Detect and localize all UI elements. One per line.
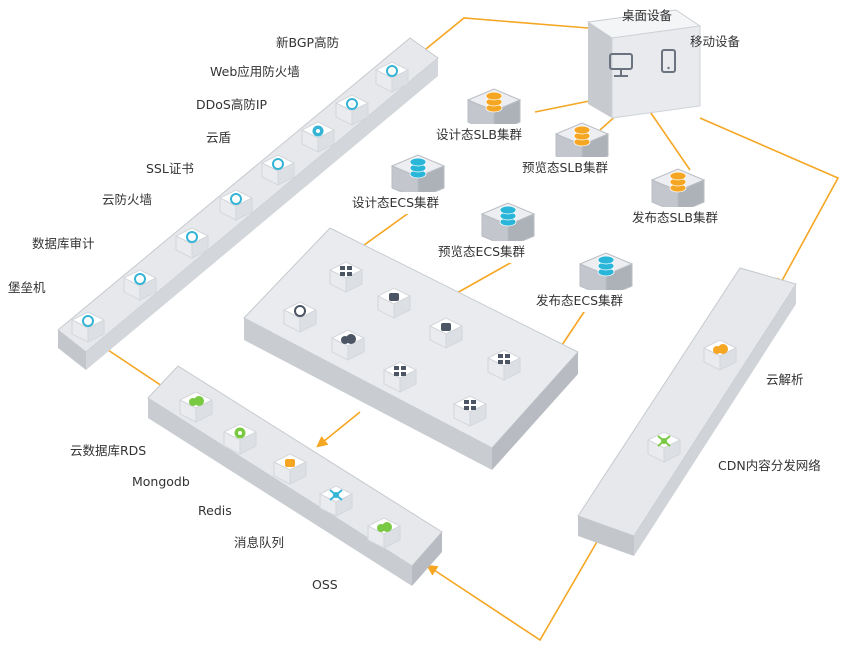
platform-tray xyxy=(243,227,579,470)
preview-slb-cluster-label: 预览态SLB集群 xyxy=(516,157,614,179)
storage-item-label: 云数据库RDS xyxy=(70,443,147,458)
security-tile-icon xyxy=(70,311,106,343)
security-tile-icon xyxy=(260,154,296,186)
preview-ecs-cluster-label: 预览态ECS集群 xyxy=(432,241,532,263)
desktop-icon xyxy=(609,53,633,77)
tiles xyxy=(70,61,738,549)
arrow-devices-to-security xyxy=(408,17,589,64)
security-item-label: DDoS高防IP xyxy=(196,97,268,112)
app-service-tile-icon xyxy=(486,349,522,381)
storage-tile-icon xyxy=(366,517,402,549)
security-tile-icon xyxy=(300,121,336,153)
mobile-icon xyxy=(661,49,676,73)
storage-item-label: 消息队列 xyxy=(234,535,285,550)
security-item-label: 数据库审计 xyxy=(32,236,95,251)
app-service-tile-icon xyxy=(452,395,488,427)
security-item-label: 新BGP高防 xyxy=(276,35,340,50)
app-service-tile-icon xyxy=(328,261,364,293)
arrow-security-to-storage xyxy=(107,349,170,392)
arrow-ecs-to-storage xyxy=(316,411,361,448)
storage-tile-icon xyxy=(318,485,354,517)
design-ecs-cluster-label: 设计态ECS集群 xyxy=(346,192,446,214)
security-item-label: 云防火墙 xyxy=(102,192,153,207)
storage-tile-icon xyxy=(178,391,214,423)
network-tray xyxy=(577,267,797,556)
release-slb-cluster-box xyxy=(650,168,706,214)
security-item-label: 云盾 xyxy=(206,130,232,145)
security-tile-icon xyxy=(174,227,210,259)
release-ecs-cluster-label: 发布态ECS集群 xyxy=(530,290,630,312)
dns-label: 云解析 xyxy=(766,372,804,387)
arrow-cdn-to-oss xyxy=(426,539,599,642)
storage-item-label: Redis xyxy=(198,503,232,518)
preview-ecs-cluster-box xyxy=(480,202,536,248)
devices-box xyxy=(586,9,702,119)
app-service-tile-icon xyxy=(330,329,366,361)
release-ecs-cluster-box xyxy=(578,252,634,298)
mobile-device-label: 移动设备 xyxy=(690,34,741,49)
storage-tile-icon xyxy=(222,423,258,455)
desktop-device-label: 桌面设备 xyxy=(622,8,673,23)
app-service-tile-icon xyxy=(382,361,418,393)
cdn-tile-icon xyxy=(646,431,682,463)
arrow-devices-to-network xyxy=(699,117,840,290)
design-slb-cluster-label: 设计态SLB集群 xyxy=(430,124,528,146)
cdn-label: CDN内容分发网络 xyxy=(718,458,821,473)
security-item-label: Web应用防火墙 xyxy=(210,64,300,79)
design-ecs-cluster-box xyxy=(390,154,446,200)
app-service-tile-icon xyxy=(282,301,318,333)
storage-item-label: OSS xyxy=(312,577,338,592)
security-tile-icon xyxy=(218,189,254,221)
app-service-tile-icon xyxy=(376,287,412,319)
storage-item-label: Mongodb xyxy=(132,474,190,489)
storage-tile-icon xyxy=(272,453,308,485)
release-slb-cluster-label: 发布态SLB集群 xyxy=(626,207,724,229)
line-design-ecs-to-platform xyxy=(359,211,411,249)
security-item-label: SSL证书 xyxy=(146,161,194,176)
dns-tile-icon xyxy=(702,339,738,371)
security-tile-icon xyxy=(374,61,410,93)
security-item-label: 堡垒机 xyxy=(8,280,46,295)
security-tile-icon xyxy=(334,94,370,126)
app-service-tile-icon xyxy=(428,317,464,349)
security-tile-icon xyxy=(122,269,158,301)
